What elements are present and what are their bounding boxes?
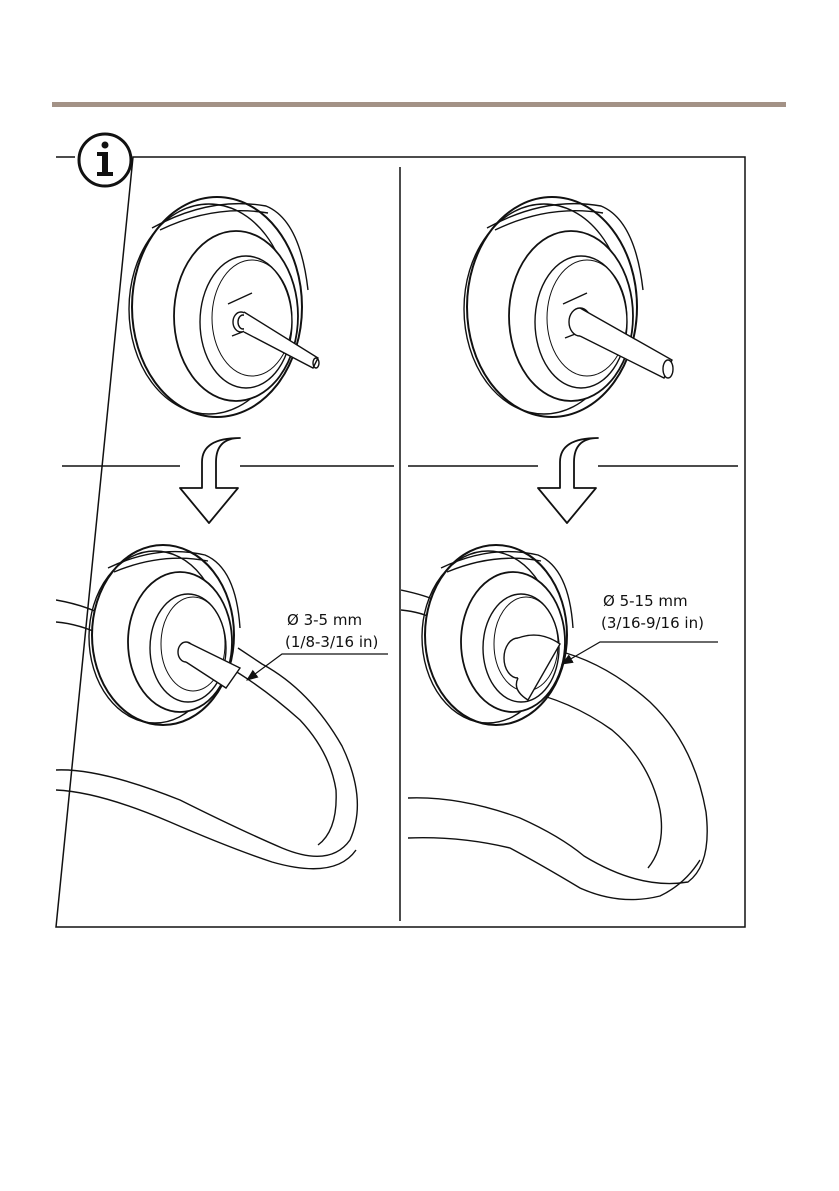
thin-cable-diameter-mm: Ø 3-5 mm [287, 611, 362, 629]
down-arrow-left [180, 438, 240, 523]
gland-thick-top [464, 197, 673, 417]
gland-thin-bottom [56, 545, 388, 869]
down-arrow-right [538, 438, 598, 523]
thin-cable-diameter-in: (1/8-3/16 in) [285, 633, 378, 651]
thick-cable-diameter-in: (3/16-9/16 in) [601, 614, 704, 632]
info-icon [79, 134, 131, 186]
thick-cable-diameter-mm: Ø 5-15 mm [603, 592, 688, 610]
gland-thin-top [129, 197, 319, 417]
